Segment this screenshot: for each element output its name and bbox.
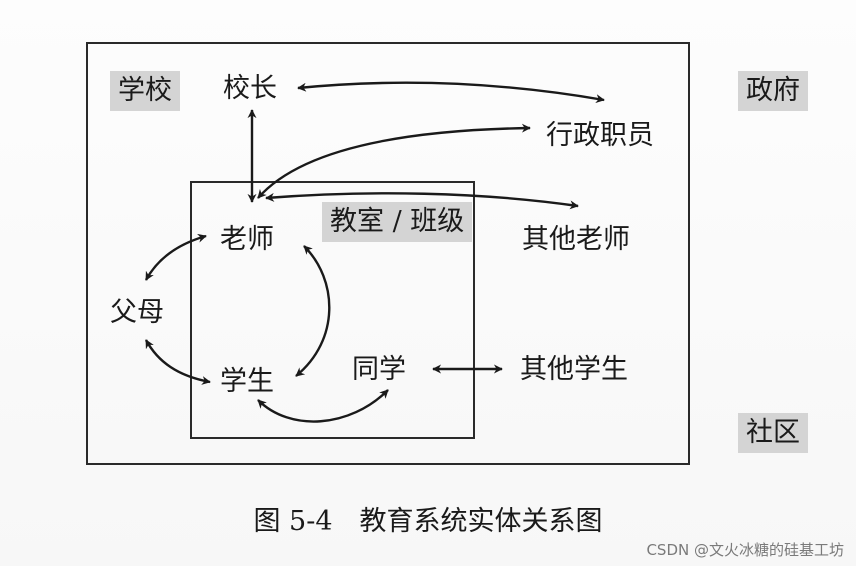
arrow-parents-student — [144, 339, 211, 385]
arrow-teacher-student — [295, 245, 331, 377]
source-watermark: CSDN @文火冰糖的硅基工坊 — [646, 541, 844, 559]
node-principal: 校长 — [223, 73, 277, 104]
arrow-student-classmate — [257, 389, 389, 423]
arrow-principal-government — [297, 81, 605, 104]
figure-caption: 图 5-4 教育系统实体关系图 — [253, 506, 603, 537]
community-tag: 社区 — [738, 413, 808, 453]
arrow-teacher-other-teachers — [265, 192, 579, 210]
classroom-tag: 教室 / 班级 — [322, 202, 473, 242]
node-other-students: 其他学生 — [520, 354, 628, 385]
node-teacher: 老师 — [220, 224, 274, 255]
node-classmate: 同学 — [352, 354, 406, 385]
node-student: 学生 — [220, 366, 274, 397]
government-tag: 政府 — [738, 71, 808, 111]
node-admin-staff: 行政职员 — [546, 120, 654, 151]
arrow-admin-teacher — [257, 123, 531, 199]
school-boundary — [86, 42, 690, 465]
node-parents: 父母 — [110, 297, 164, 328]
arrow-parents-teacher — [144, 233, 207, 281]
node-other-teachers: 其他老师 — [522, 224, 630, 255]
school-tag: 学校 — [110, 71, 180, 111]
